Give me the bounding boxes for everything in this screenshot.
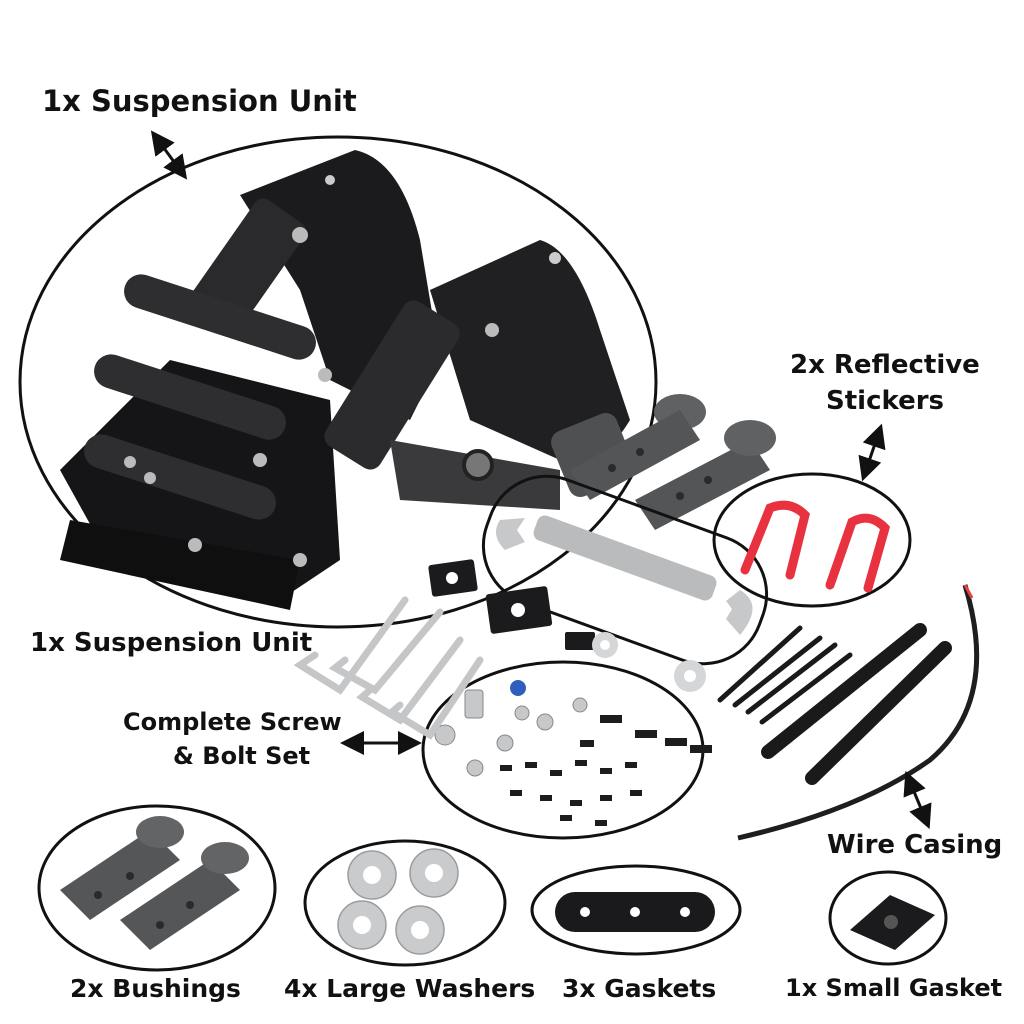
washers-image [337,848,459,955]
heat-shrink-tubes-image [717,623,952,785]
gaskets-image [555,892,715,932]
gaskets-title: 3x Gaskets [562,974,717,1003]
washers-title: 4x Large Washers [284,974,536,1003]
allen-keys-image [293,596,484,740]
suspension-unit-title-top: 1x Suspension Unit [42,84,357,118]
wire-arrow-icon [903,770,932,830]
small-gasket-title: 1x Small Gasket [785,974,1003,1002]
reflective-arrow-icon [858,423,886,482]
suspension-arrow-icon [150,130,188,180]
reflective-stickers-title-line2: Stickers [826,386,945,416]
gaskets-oval [530,864,742,956]
small-gasket-image [850,895,935,950]
wire-image [737,584,980,841]
suspension-unit-image [60,150,630,610]
wire-casing-title: Wire Casing [827,830,1003,860]
small-plates-image [428,559,706,692]
bushings-top-image [551,394,776,530]
washers-oval [303,839,507,967]
wrench-image [481,474,769,666]
small-gasket-oval [828,870,948,966]
wire-end-icon [963,584,974,599]
screw-set-image [434,680,712,826]
screw-set-title-line2: & Bolt Set [173,742,311,770]
suspension-callout-oval [18,135,658,629]
reflective-stickers-title-line1: 2x Reflective [790,350,980,380]
bushings-bottom-image [60,816,249,950]
reflective-stickers-image [740,500,891,593]
screw-set-title-line1: Complete Screw [123,708,342,736]
reflective-stickers-oval [712,472,912,608]
suspension-unit-title-mid: 1x Suspension Unit [30,628,313,658]
bushings-oval [37,804,277,972]
bushings-title: 2x Bushings [70,974,241,1003]
